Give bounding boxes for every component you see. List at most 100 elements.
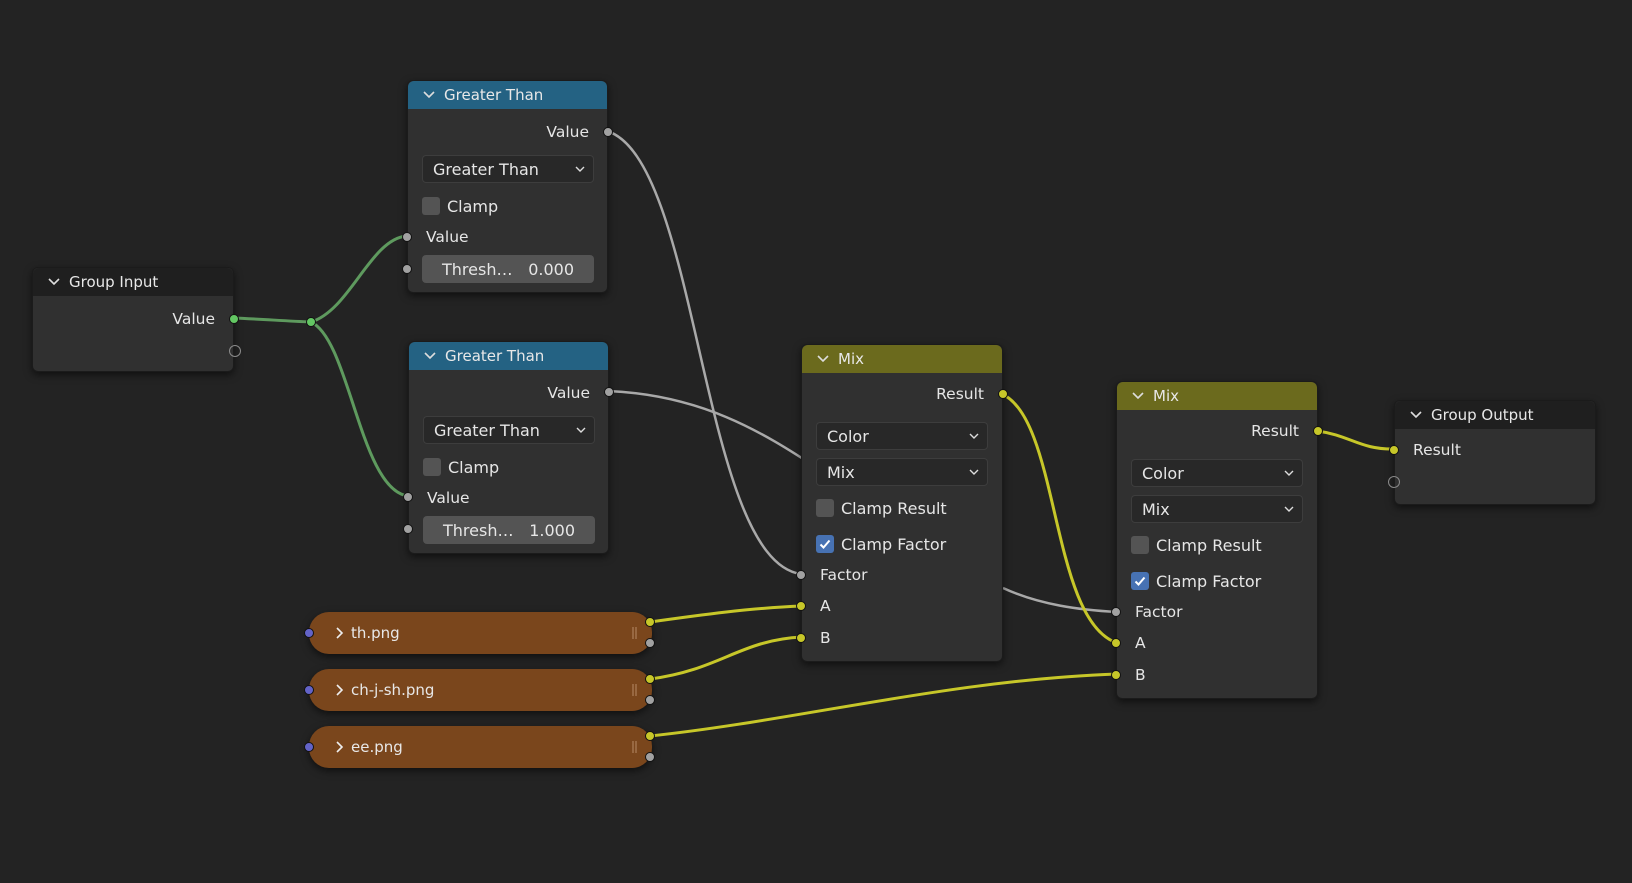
field-label: Thresh…	[442, 259, 513, 279]
clamp-result-checkbox[interactable]: Clamp Result	[816, 496, 947, 520]
chevron-right-icon[interactable]	[335, 684, 345, 696]
checkbox-label: Clamp	[447, 196, 499, 216]
link-mix1-result-to-mix2-a	[1001, 392, 1118, 645]
grip-icon	[632, 684, 637, 696]
output-socket-color[interactable]	[645, 674, 655, 684]
clamp-checkbox[interactable]: Clamp	[422, 194, 498, 218]
output-socket-color[interactable]	[645, 617, 655, 627]
chevron-right-icon[interactable]	[335, 741, 345, 753]
node-header[interactable]: Group Input	[33, 268, 233, 296]
blend-mode-dropdown[interactable]: Mix	[816, 458, 988, 486]
checkmark-icon	[819, 539, 831, 549]
chevron-down-icon[interactable]	[47, 275, 61, 289]
output-row: Result	[1117, 416, 1317, 446]
input-socket-b[interactable]	[1111, 670, 1121, 680]
input-row-b: B	[802, 623, 1002, 653]
node-greater-than-1[interactable]: Greater Than Value Greater Than Clamp Va…	[402, 80, 613, 293]
checkbox-box[interactable]	[1131, 572, 1149, 590]
input-socket-threshold[interactable]	[402, 264, 412, 274]
image-node-th[interactable]: th.png	[309, 612, 652, 654]
input-socket-value[interactable]	[403, 492, 413, 502]
socket-label: Result	[1413, 441, 1461, 459]
input-socket-result[interactable]	[1389, 445, 1399, 455]
input-row-a: A	[802, 591, 1002, 621]
input-socket-threshold[interactable]	[403, 524, 413, 534]
clamp-factor-checkbox[interactable]: Clamp Factor	[816, 532, 946, 556]
data-type-dropdown[interactable]: Color	[816, 422, 988, 450]
node-header[interactable]: Mix	[1117, 382, 1317, 410]
output-socket-value[interactable]	[603, 127, 613, 137]
reroute-point[interactable]	[306, 317, 316, 327]
clamp-factor-checkbox[interactable]: Clamp Factor	[1131, 569, 1261, 593]
checkbox-label: Clamp Result	[841, 498, 947, 518]
image-node-ee[interactable]: ee.png	[309, 726, 652, 768]
checkbox-label: Clamp Result	[1156, 535, 1262, 555]
image-node-ch-j-sh[interactable]: ch-j-sh.png	[309, 669, 652, 711]
output-socket-value[interactable]	[604, 387, 614, 397]
input-socket-value[interactable]	[402, 232, 412, 242]
input-socket-empty[interactable]	[1388, 476, 1400, 488]
output-socket-alpha[interactable]	[645, 752, 655, 762]
socket-label: Value	[172, 310, 215, 328]
input-socket-vector[interactable]	[304, 742, 314, 752]
link-gt2-to-mix2-factor	[607, 389, 821, 472]
output-socket-color[interactable]	[645, 731, 655, 741]
input-socket-b[interactable]	[796, 633, 806, 643]
chevron-down-icon[interactable]	[816, 352, 830, 366]
socket-label: Result	[1251, 422, 1299, 440]
socket-label: Factor	[820, 566, 868, 584]
input-socket-vector[interactable]	[304, 628, 314, 638]
node-group-output[interactable]: Group Output Result	[1388, 400, 1596, 505]
node-mix-1[interactable]: Mix Result Color Mix Clamp Result Clamp …	[796, 344, 1008, 662]
checkbox-box[interactable]	[423, 458, 441, 476]
data-type-dropdown[interactable]: Color	[1131, 459, 1303, 487]
threshold-field[interactable]: Thresh… 1.000	[423, 516, 595, 544]
input-socket-vector[interactable]	[304, 685, 314, 695]
node-greater-than-2[interactable]: Greater Than Value Greater Than Clamp Va…	[403, 341, 614, 554]
dropdown-value: Color	[1142, 463, 1184, 483]
node-header[interactable]: Greater Than	[408, 81, 607, 109]
threshold-field[interactable]: Thresh… 0.000	[422, 255, 594, 283]
output-socket-empty[interactable]	[229, 345, 241, 357]
blend-mode-dropdown[interactable]: Mix	[1131, 495, 1303, 523]
node-mix-2[interactable]: Mix Result Color Mix Clamp Result Clamp …	[1111, 381, 1323, 699]
checkbox-box[interactable]	[816, 535, 834, 553]
chevron-down-icon[interactable]	[422, 88, 436, 102]
operation-dropdown[interactable]: Greater Than	[423, 416, 595, 444]
chevron-down-icon[interactable]	[1131, 389, 1145, 403]
chevron-down-icon[interactable]	[423, 349, 437, 363]
node-title: ee.png	[351, 738, 403, 756]
output-socket-alpha[interactable]	[645, 638, 655, 648]
output-row: Result	[802, 379, 1002, 409]
node-group-input[interactable]: Group Input Value	[32, 267, 241, 372]
input-socket-a[interactable]	[796, 601, 806, 611]
operation-dropdown[interactable]: Greater Than	[422, 155, 594, 183]
output-socket-value[interactable]	[229, 314, 239, 324]
node-header[interactable]: Mix	[802, 345, 1002, 373]
output-socket-result[interactable]	[1313, 426, 1323, 436]
node-title: ch-j-sh.png	[351, 681, 435, 699]
socket-label: Value	[547, 384, 590, 402]
node-header[interactable]: Greater Than	[409, 342, 608, 370]
chevron-down-icon[interactable]	[1409, 408, 1423, 422]
socket-label: Factor	[1135, 603, 1183, 621]
checkbox-box[interactable]	[1131, 536, 1149, 554]
input-socket-factor[interactable]	[796, 570, 806, 580]
checkbox-label: Clamp Factor	[841, 534, 947, 554]
output-socket-alpha[interactable]	[645, 695, 655, 705]
checkbox-box[interactable]	[422, 197, 440, 215]
socket-label: B	[820, 629, 831, 647]
input-socket-a[interactable]	[1111, 638, 1121, 648]
node-header[interactable]: Group Output	[1395, 401, 1595, 429]
output-socket-result[interactable]	[998, 389, 1008, 399]
input-socket-factor[interactable]	[1111, 607, 1121, 617]
field-label: Thresh…	[443, 520, 514, 540]
chevron-down-icon	[1284, 506, 1294, 512]
link-reroute-to-gt1	[310, 234, 407, 324]
clamp-checkbox[interactable]: Clamp	[423, 455, 499, 479]
node-title: Greater Than	[444, 86, 544, 104]
checkmark-icon	[1134, 576, 1146, 586]
checkbox-box[interactable]	[816, 499, 834, 517]
clamp-result-checkbox[interactable]: Clamp Result	[1131, 533, 1262, 557]
chevron-right-icon[interactable]	[335, 627, 345, 639]
